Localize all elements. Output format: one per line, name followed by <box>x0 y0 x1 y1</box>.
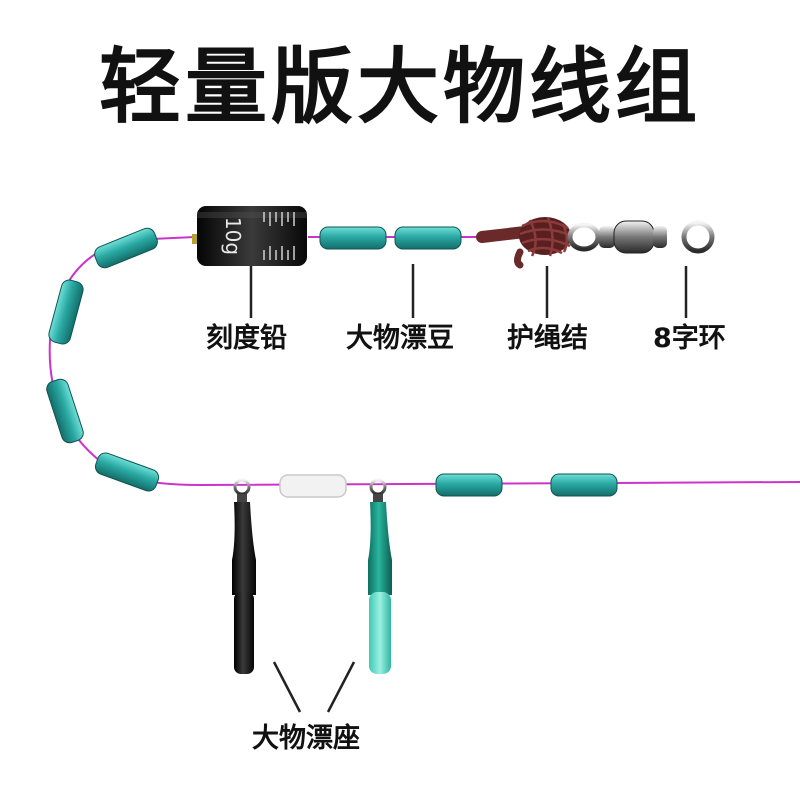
float-beads-bottom <box>279 473 618 498</box>
float-seat-black <box>232 478 256 674</box>
bead <box>394 226 462 250</box>
label-swivel: 8字环 <box>653 323 726 354</box>
bead <box>46 378 84 444</box>
seat-leader-line-left <box>272 661 302 713</box>
page-title: 轻量版大物线组 <box>98 40 701 135</box>
bead <box>550 473 618 497</box>
upper-leader-lines <box>249 264 688 318</box>
float-beads-curve <box>46 227 160 492</box>
float-beads-top <box>319 226 462 250</box>
bead <box>435 473 503 497</box>
scale-sinker: 10g <box>192 206 307 266</box>
swivel <box>567 220 715 254</box>
clear-bead <box>279 474 347 498</box>
sinker-weight-text: 10g <box>221 217 245 255</box>
label-sinker: 刻度铅 <box>206 323 287 354</box>
rope-knot <box>476 217 573 269</box>
seat-leader-line-right <box>326 661 356 713</box>
lower-leader-lines <box>272 661 356 713</box>
label-float-beads: 大物漂豆 <box>346 323 454 354</box>
bead <box>319 226 387 250</box>
fishing-line <box>48 236 800 487</box>
bead <box>48 279 84 345</box>
bead <box>94 227 158 269</box>
label-float-seat: 大物漂座 <box>252 723 360 754</box>
bead <box>94 452 160 492</box>
label-rope-knot: 护绳结 <box>507 323 588 354</box>
float-seat-teal <box>368 478 392 674</box>
